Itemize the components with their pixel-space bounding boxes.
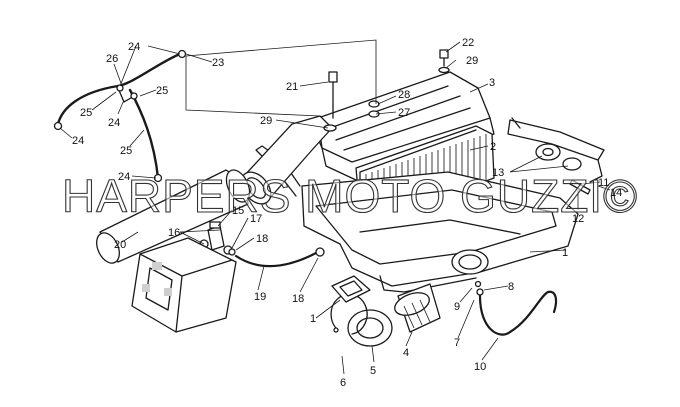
- part-long-bolt: [323, 71, 338, 132]
- callout-1-air-box-body: 1: [562, 247, 568, 259]
- callout-19: 19: [254, 291, 266, 303]
- callout-6: 6: [340, 377, 346, 389]
- callout-25-right: 25: [156, 85, 168, 97]
- callout-24-left: 24: [72, 135, 84, 147]
- part-intake-hose: [96, 169, 251, 264]
- callout-21: 21: [286, 81, 298, 93]
- callout-29-top: 29: [466, 55, 478, 67]
- callout-2: 2: [490, 141, 496, 153]
- callout-24-mid: 24: [108, 117, 120, 129]
- callout-13: 13: [492, 167, 504, 179]
- part-drain-hose: [478, 290, 558, 336]
- callout-8: 8: [508, 281, 514, 293]
- part-breather-hose: [234, 247, 325, 268]
- part-storage-tray: [131, 237, 237, 333]
- callout-17: 17: [250, 213, 262, 225]
- callout-12: 12: [572, 213, 584, 225]
- callout-24-top: 24: [128, 41, 140, 53]
- callout-25-lower: 25: [120, 145, 132, 157]
- callout-20: 20: [114, 239, 126, 251]
- routing-line: [185, 39, 377, 117]
- callout-1-gasket: 1: [310, 313, 316, 325]
- callout-18-fitting: 18: [292, 293, 304, 305]
- part-air-box-cover: [311, 71, 495, 181]
- callout-labels: 1 1 2 3 4 5 6 7 8 9 10 11 12 13 14 15 16…: [72, 37, 622, 389]
- part-air-box-body: [255, 145, 579, 293]
- callout-26: 26: [106, 53, 118, 65]
- leader-lines: [59, 41, 611, 375]
- part-vent-hose-network: [53, 49, 187, 183]
- callout-16: 16: [168, 227, 180, 239]
- callout-14: 14: [610, 187, 622, 199]
- part-drain-fitting: [474, 280, 484, 296]
- callout-28: 28: [398, 89, 410, 101]
- callout-5: 5: [370, 365, 376, 377]
- callout-10: 10: [474, 361, 486, 373]
- callout-4: 4: [403, 347, 409, 359]
- callout-23: 23: [212, 57, 224, 69]
- callout-9: 9: [454, 301, 460, 313]
- part-mounting-bracket: [507, 117, 605, 195]
- callout-24-lower: 24: [118, 171, 130, 183]
- callout-3: 3: [489, 77, 495, 89]
- callout-18-clamp: 18: [256, 233, 268, 245]
- part-gasket-plate: [331, 275, 371, 303]
- callout-22: 22: [462, 37, 474, 49]
- watermark-text: HARPERS MOTO GUZZI©: [62, 170, 638, 222]
- callout-29-left: 29: [260, 115, 272, 127]
- callout-15: 15: [232, 205, 244, 217]
- part-cover-screw: [438, 49, 450, 74]
- part-intake-ring: [347, 309, 393, 347]
- part-filter-tube: [394, 283, 441, 333]
- callout-25-left: 25: [80, 107, 92, 119]
- callout-7: 7: [454, 337, 460, 349]
- callout-11: 11: [598, 177, 609, 189]
- callout-27: 27: [398, 107, 410, 119]
